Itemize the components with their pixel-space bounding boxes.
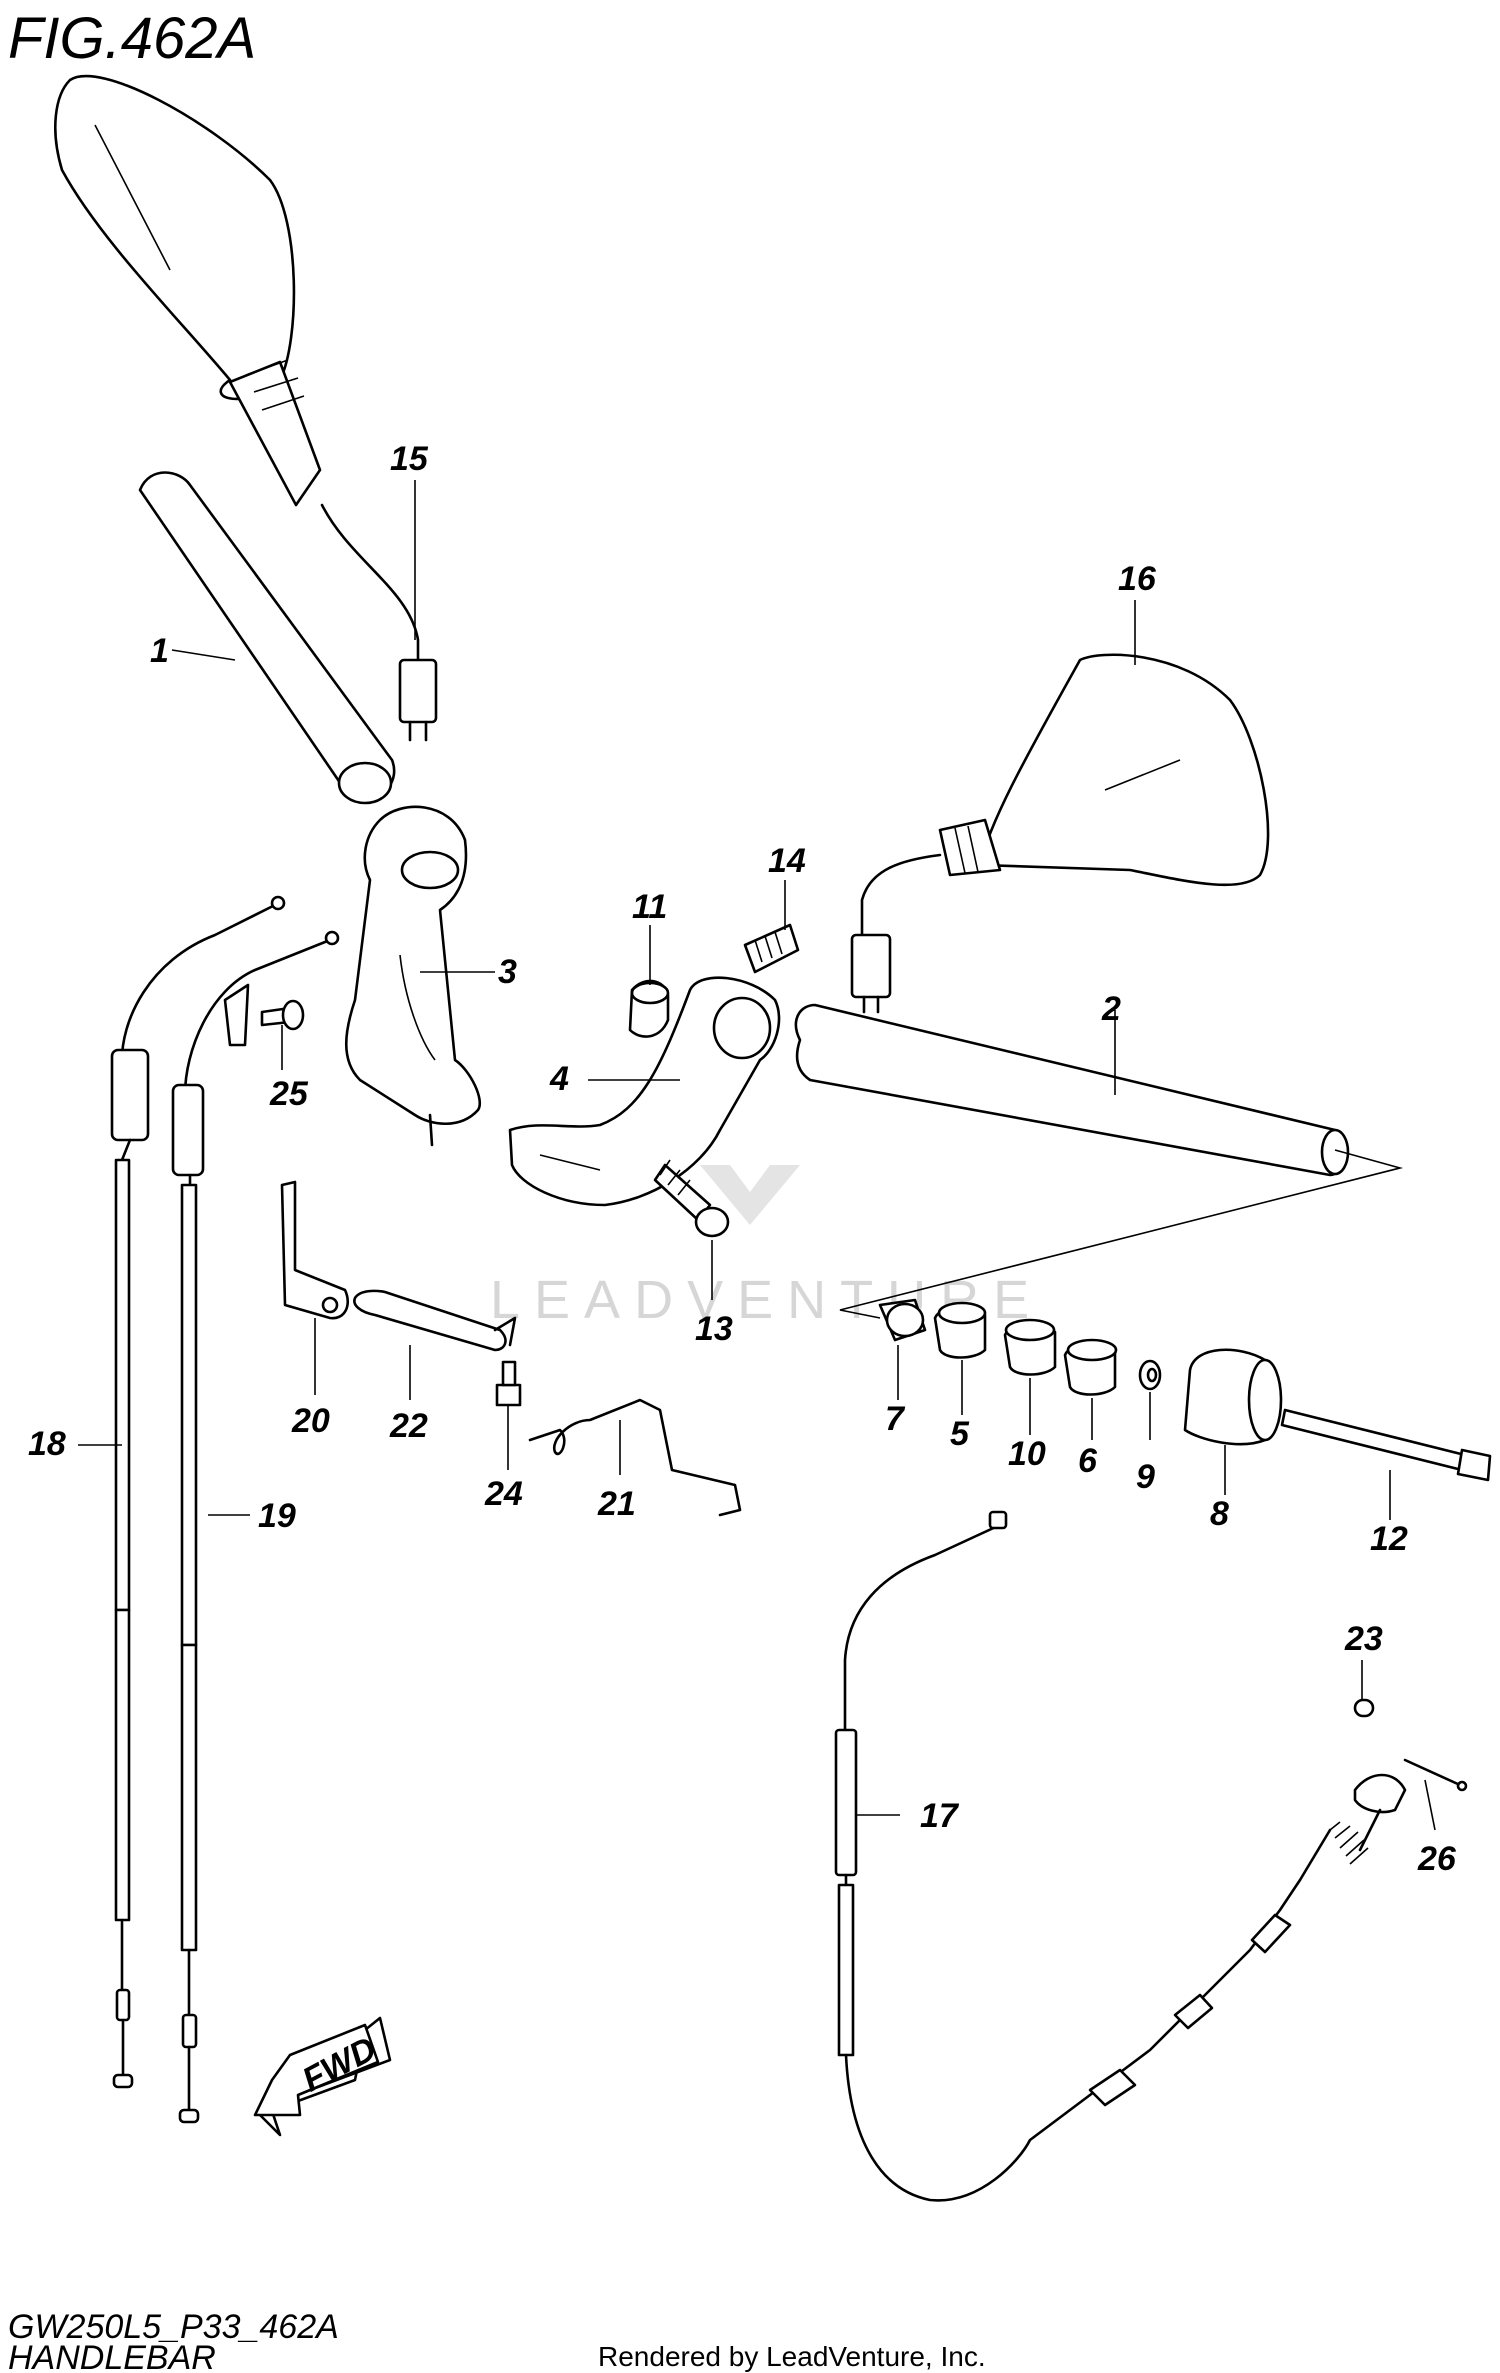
part-2-right-tube: [794, 1003, 1350, 1177]
callout-5: 5: [950, 1415, 970, 1453]
part-4-right-holder: [508, 976, 781, 1207]
callout-10: 10: [1008, 1435, 1046, 1473]
callout-labels: 1 2 3 4 5 6 7 8 9 10 11 12 13 14 15 16 1…: [28, 440, 1457, 1878]
callout-16: 16: [1118, 560, 1157, 598]
callout-26: 26: [1417, 1840, 1457, 1878]
fwd-arrow: FWD: [253, 2016, 392, 2137]
callout-13: 13: [695, 1310, 733, 1348]
callout-6: 6: [1078, 1442, 1098, 1480]
callout-8: 8: [1210, 1495, 1229, 1533]
callout-25: 25: [269, 1075, 309, 1113]
render-credit: Rendered by LeadVenture, Inc.: [598, 2341, 986, 2372]
part-15-left-mirror: [54, 74, 438, 742]
callout-2: 2: [1101, 990, 1121, 1028]
callout-19: 19: [258, 1497, 296, 1535]
callout-15: 15: [390, 440, 429, 478]
part-3-left-holder: [344, 805, 481, 1147]
callout-24: 24: [484, 1475, 523, 1513]
callout-14: 14: [768, 842, 806, 880]
callout-4: 4: [549, 1060, 569, 1098]
part-20-bracket: [280, 1180, 350, 1320]
part-11-collar: [628, 979, 670, 1038]
callout-22: 22: [389, 1407, 428, 1445]
part-8-balancer: [1183, 1348, 1283, 1446]
callout-1: 1: [150, 632, 169, 670]
part-18-throttle-cable: [110, 895, 286, 2089]
part-25-screw: [260, 999, 305, 1031]
assembly-lines: [839, 1149, 1404, 1319]
part-22-clamp: [353, 1289, 517, 1352]
end-weight-components: [878, 1298, 1162, 1396]
leader-lines: [78, 480, 1436, 1831]
part-14-bolt: [743, 923, 800, 974]
callout-20: 20: [291, 1402, 330, 1440]
callout-17: 17: [920, 1797, 960, 1835]
figure-title: FIG.462A: [8, 6, 256, 71]
callout-21: 21: [597, 1485, 636, 1523]
section-name: HANDLEBAR: [8, 2339, 216, 2373]
callout-9: 9: [1136, 1458, 1155, 1496]
part-13-bolt: [653, 1159, 730, 1238]
part-19-throttle-cable: [171, 930, 340, 2124]
part-16-right-mirror: [850, 653, 1270, 1014]
part-26-pin: [1403, 1758, 1468, 1792]
model-code: GW250L5_P33_462A: [8, 2308, 339, 2346]
part-12-long-bolt: [1280, 1408, 1492, 1482]
part-17-clutch-cable: [834, 1510, 1407, 2202]
callout-18: 18: [28, 1425, 66, 1463]
callout-11: 11: [632, 888, 667, 926]
callout-7: 7: [885, 1400, 906, 1438]
part-1-left-grip: [138, 471, 396, 805]
callout-23: 23: [1344, 1620, 1383, 1658]
part-24-screw: [495, 1360, 522, 1407]
callout-3: 3: [498, 953, 517, 991]
part-21-clip: [528, 1398, 742, 1517]
callout-12: 12: [1370, 1520, 1408, 1558]
